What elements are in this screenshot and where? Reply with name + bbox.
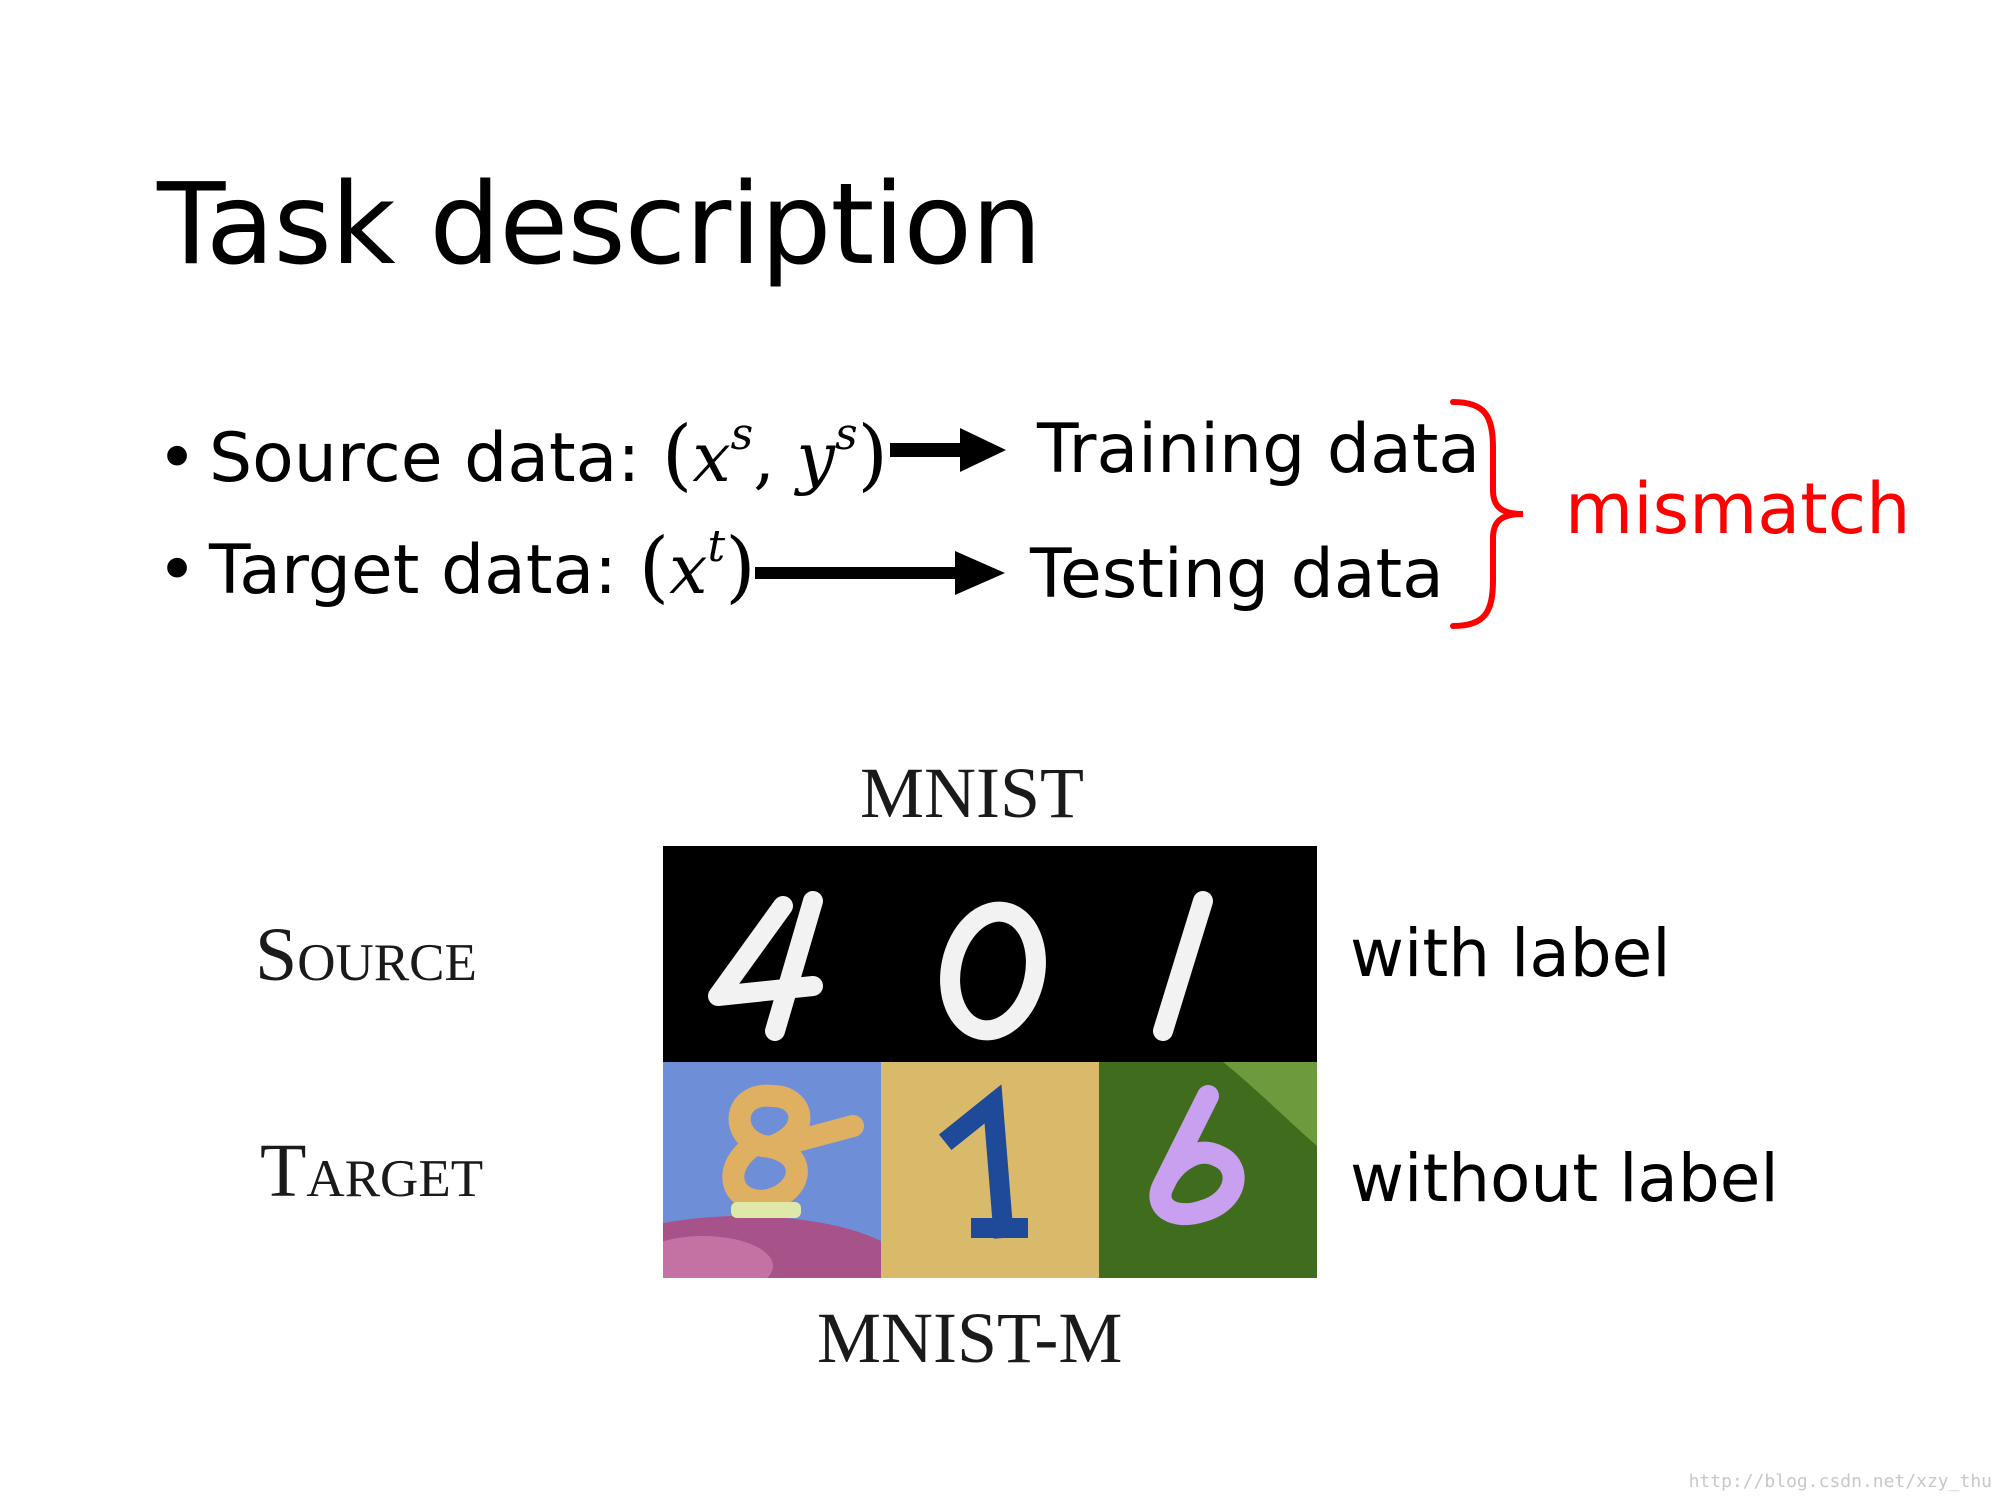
- target-data-label: Target data:: [209, 531, 618, 610]
- curly-brace-icon: [1450, 399, 1524, 629]
- figure-top-caption: MNIST: [860, 753, 1085, 833]
- testing-data-label: Testing data: [1030, 535, 1444, 614]
- digit-samples-figure: [663, 846, 1317, 1278]
- watermark-text: http://blog.csdn.net/xzy_thu: [1688, 1471, 1992, 1492]
- bullet-dot-icon: •: [157, 531, 198, 610]
- source-data-formula: (xs, ys): [661, 409, 888, 500]
- source-note: with label: [1350, 915, 1671, 992]
- training-data-label: Training data: [1037, 410, 1481, 489]
- mnist-source-samples: [663, 846, 1317, 1062]
- bullet-target-data: •Target data: (xt): [157, 522, 756, 612]
- row-label-source: Source: [255, 913, 477, 997]
- bullet-source-data: •Source data: (xs, ys): [157, 410, 888, 500]
- bullet-dot-icon: •: [157, 419, 198, 498]
- mnist-m-target-samples: [663, 1062, 1317, 1278]
- slide-title: Task description: [157, 160, 1042, 290]
- mismatch-label: mismatch: [1565, 468, 1911, 550]
- target-data-formula: (xt): [638, 521, 756, 612]
- figure-bottom-caption: MNIST-M: [817, 1298, 1123, 1378]
- row-label-target: Target: [260, 1129, 484, 1213]
- target-note: without label: [1350, 1140, 1779, 1217]
- arrow-right-icon: [755, 551, 1005, 595]
- arrow-right-icon: [890, 428, 1006, 472]
- source-data-label: Source data:: [209, 419, 641, 498]
